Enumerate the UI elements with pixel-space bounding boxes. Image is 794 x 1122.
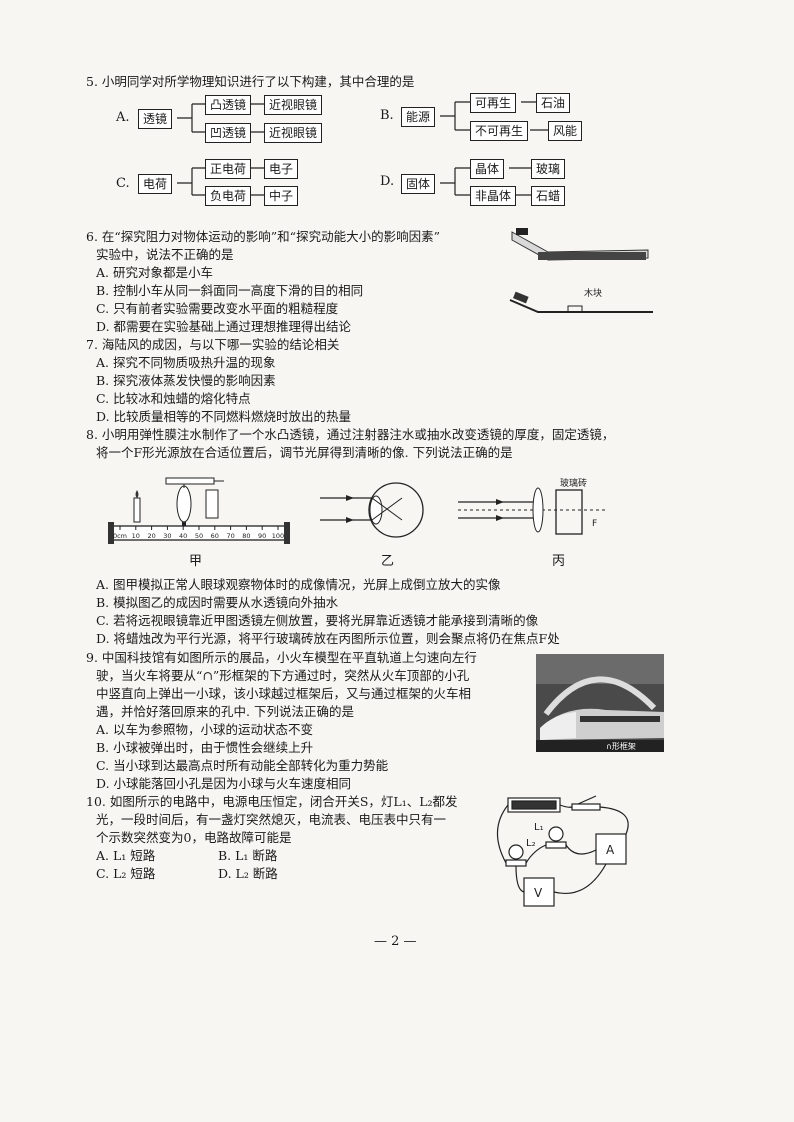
q8-focus-label: F [592, 519, 597, 529]
q8-caption-jia: 甲 [189, 554, 203, 569]
ruler-tick-label: 10 [132, 532, 140, 540]
q5-option-b-label: B. [380, 108, 394, 123]
q9-stem-line3: 中竖直向上弹出一小球，该小球越过框架后，又与通过框架的火车相 [96, 686, 472, 701]
q5-d-branch2-child-box: 石蜡 [531, 186, 566, 206]
q5-b-root-box: 能源 [401, 107, 436, 127]
q10-l2-label: L₂ [526, 838, 536, 849]
ruler-tick-label: 50 [195, 532, 203, 540]
q8-stem-line2: 将一个F形光源放在合适位置后，调节光屏得到清晰的像. 下列说法正确的是 [96, 445, 513, 460]
q5-c-branch1-child-box: 电子 [264, 159, 299, 179]
q10-stem-line1: 10. 如图所示的电路中，电源电压恒定，闭合开关S，灯L₁、L₂都发 [86, 794, 458, 809]
q5-a-branch2-box: 凹透镜 [205, 123, 252, 143]
q8-option-c: C. 若将远视眼镜靠近甲图透镜左侧放置，要将光屏靠近透镜才能承接到清晰的像 [96, 613, 539, 628]
q8-option-d: D. 将蜡烛改为平行光源，将平行玻璃砖放在丙图所示位置，则会聚点将仍在焦点F处 [96, 631, 560, 646]
q7-option-c: C. 比较冰和烛蜡的熔化特点 [96, 391, 251, 406]
q7-option-b: B. 探究液体蒸发快慢的影响因素 [96, 373, 276, 388]
q5-c-branch1-box: 正电荷 [205, 159, 252, 179]
q5-b-branch2-box: 不可再生 [470, 121, 529, 141]
q10-option-b: B. L₁ 断路 [218, 848, 278, 863]
ruler-tick-label: 80 [242, 532, 250, 540]
q7-option-a: A. 探究不同物质吸热升温的现象 [96, 355, 276, 370]
q9-option-b: B. 小球被弹出时，由于惯性会继续上升 [96, 740, 314, 755]
q9-option-a: A. 以车为参照物，小球的运动状态不变 [96, 722, 313, 737]
q10-option-a: A. L₁ 短路 [96, 848, 156, 863]
q5-d-branch2-box: 非晶体 [470, 186, 517, 206]
q5-option-c-label: C. [116, 176, 130, 191]
q6-option-b: B. 控制小车从同一斜面同一高度下滑的目的相同 [96, 283, 364, 298]
q6-stem-line1: 6. 在“探究阻力对物体运动的影响”和“探究动能大小的影响因素” [86, 229, 440, 244]
q5-stem: 5. 小明同学对所学物理知识进行了以下构建，其中合理的是 [86, 74, 415, 89]
q8-figure-jia-optical-bench: 0cm 10 20 30 40 50 60 70 80 90 100 [108, 477, 290, 544]
q5-c-branch2-box: 负电荷 [205, 186, 252, 206]
q10-l1-label: L₁ [534, 822, 544, 833]
q10-stem-line3: 个示数突然变为0，电路故障可能是 [96, 830, 292, 845]
q5-a-branch1-box: 凸透镜 [205, 95, 252, 115]
q6-block-label: 木块 [584, 287, 602, 299]
q6-option-a: A. 研究对象都是小车 [96, 265, 213, 280]
q8-option-a: A. 图甲模拟正常人眼球观察物体时的成像情况，光屏上成倒立放大的实像 [96, 577, 501, 592]
q10-voltmeter-label: V [534, 886, 543, 900]
q10-stem-line2: 光，一段时间后，有一盏灯突然熄灭，电流表、电压表中只有一 [96, 812, 447, 827]
q9-stem-line1: 9. 中国科技馆有如图所示的展品，小火车模型在平直轨道上匀速向左行 [86, 650, 477, 665]
q6-option-c: C. 只有前者实验需要改变水平面的粗糙程度 [96, 301, 339, 316]
q10-option-c: C. L₂ 短路 [96, 866, 156, 881]
q5-b-branch1-child-box: 石油 [536, 93, 571, 113]
q9-option-c: C. 当小球到达最高点时所有动能全部转化为重力势能 [96, 758, 389, 773]
q5-d-root-box: 固体 [401, 174, 436, 194]
q8-option-b: B. 模拟图乙的成因时需要从水透镜向外抽水 [96, 595, 339, 610]
q8-figure-bing-lens-glass: 玻璃砖 F [458, 477, 606, 535]
ruler-tick-label: 100 [272, 532, 284, 540]
q6-option-d: D. 都需要在实验基础上通过理想推理得出结论 [96, 319, 352, 334]
ruler-tick-label: 90 [258, 532, 266, 540]
q5-d-branch1-child-box: 玻璃 [531, 159, 566, 179]
q10-ammeter-label: A [606, 843, 615, 857]
q7-option-d: D. 比较质量相等的不同燃料燃烧时放出的热量 [96, 409, 352, 424]
q5-c-root-box: 电荷 [138, 174, 173, 194]
ruler-tick-label: 70 [226, 532, 234, 540]
ruler-tick-label: 40 [179, 532, 187, 540]
ruler-tick-label: 60 [211, 532, 219, 540]
q10-option-d: D. L₂ 断路 [218, 866, 278, 881]
q8-stem-line1: 8. 小明用弹性膜注水制作了一个水凸透镜，通过注射器注水或抽水改变透镜的厚度，固… [86, 427, 615, 442]
q7-stem: 7. 海陆风的成因，与以下哪一实验的结论相关 [86, 337, 340, 352]
q9-train-photo: ∩形框架 [536, 654, 664, 752]
q5-b-branch2-child-box: 风能 [548, 121, 583, 141]
q9-photo-caption: ∩形框架 [606, 741, 636, 751]
q9-stem-line4: 遇，并恰好落回原来的孔中. 下列说法正确的是 [96, 704, 354, 719]
q9-stem-line2: 驶，当火车将要从“∩”形框架的下方通过时，突然从火车顶部的小孔 [96, 668, 470, 683]
page-number: — 2 — [374, 934, 417, 949]
q5-option-d-label: D. [380, 174, 395, 189]
ruler-tick-label: 20 [147, 532, 155, 540]
q8-glass-label: 玻璃砖 [560, 477, 587, 489]
q8-caption-bing: 丙 [552, 554, 566, 569]
q8-figure-yi-eye [320, 482, 424, 538]
ruler-tick-label: 0cm [113, 532, 127, 540]
q6-ramp-figures: 木块 [509, 228, 653, 313]
q6-stem-line2: 实验中，说法不正确的是 [96, 247, 234, 262]
q10-circuit-figure: L₁ L₂ A V [496, 795, 629, 907]
q5-a-root-box: 透镜 [138, 109, 173, 129]
q5-d-branch1-box: 晶体 [470, 159, 505, 179]
ruler-tick-label: 30 [163, 532, 171, 540]
q5-b-branch1-box: 可再生 [470, 93, 517, 113]
q5-a-branch2-child-box: 近视眼镜 [264, 123, 323, 143]
q5-a-branch1-child-box: 近视眼镜 [264, 95, 323, 115]
q8-ruler-ticks: 0cm 10 20 30 40 50 60 70 80 90 100 [113, 526, 284, 540]
q5-c-branch2-child-box: 中子 [264, 186, 299, 206]
q9-option-d: D. 小球能落回小孔是因为小球与火车速度相同 [96, 776, 352, 791]
q5-option-a-label: A. [116, 110, 130, 125]
q8-caption-yi: 乙 [381, 554, 395, 569]
